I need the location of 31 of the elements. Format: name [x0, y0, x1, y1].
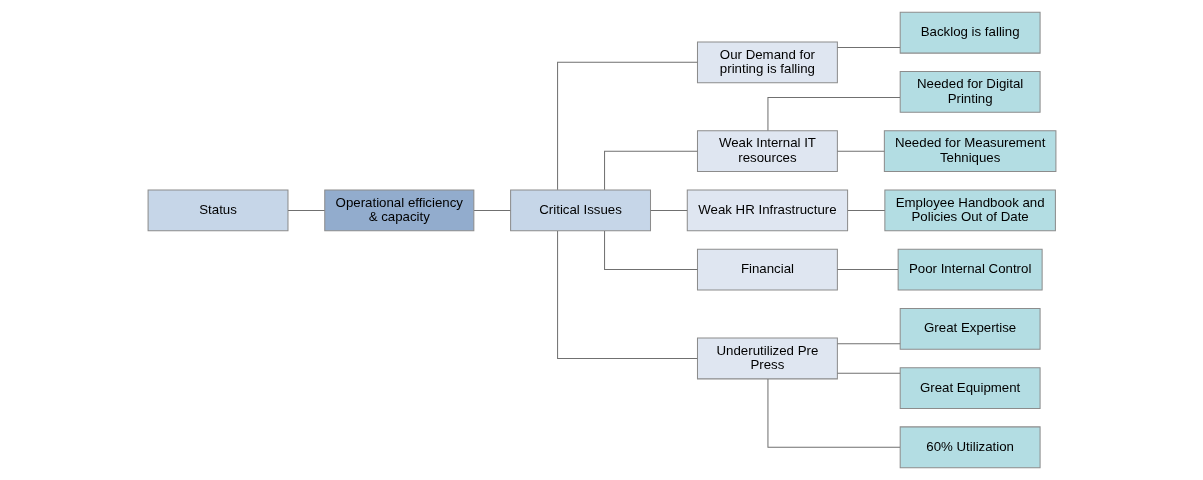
node-box: Weak HR Infrastructure	[686, 189, 848, 232]
node-box: Needed for Measurement Tehniques	[883, 130, 1056, 173]
node-box: Our Demand for printing is falling	[696, 41, 838, 84]
connector	[836, 372, 901, 374]
connector	[836, 47, 901, 48]
connector	[649, 209, 688, 211]
connector	[836, 269, 899, 271]
node-box: Poor Internal Control	[897, 248, 1043, 291]
connector	[556, 230, 698, 359]
node-box: Employee Handbook and Policies Out of Date	[883, 189, 1056, 232]
node-box: Critical Issues	[509, 189, 651, 232]
connector	[603, 230, 698, 271]
node-box: Needed for Digital Printing	[899, 71, 1041, 113]
connector	[603, 150, 698, 191]
node-box: Financial	[696, 248, 838, 291]
node-box: 60% Utilization	[899, 426, 1041, 469]
connector	[556, 61, 698, 191]
connector	[766, 378, 900, 448]
connector	[836, 150, 885, 152]
node-box: Underutilized Pre Press	[696, 337, 838, 380]
connector	[836, 343, 901, 345]
node-box: Backlog is falling	[899, 11, 1041, 54]
node-box: Operational efficiency & capacity	[323, 189, 474, 232]
node-box: Great Equipment	[899, 367, 1041, 409]
connector	[287, 209, 325, 211]
node-box: Great Expertise	[899, 307, 1041, 350]
connector	[473, 209, 511, 211]
connector	[766, 97, 900, 132]
node-box: Weak Internal IT resources	[696, 130, 838, 173]
node-box: Status	[147, 189, 288, 232]
connector	[846, 209, 885, 211]
